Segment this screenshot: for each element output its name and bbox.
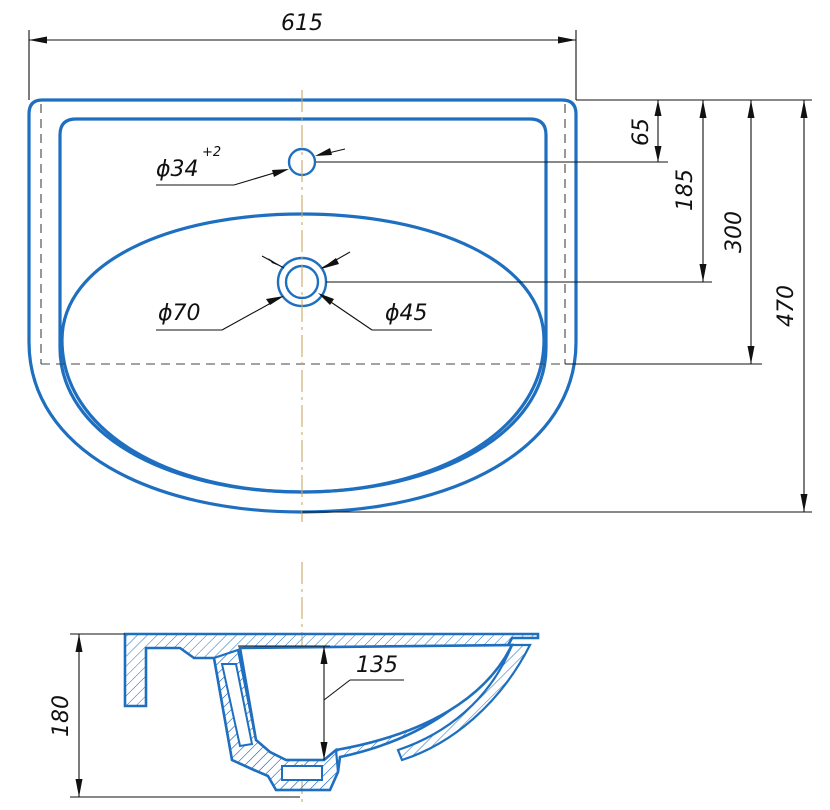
dimension-drain-inner: ϕ45 <box>318 251 432 331</box>
dimension-overall-width: 615 <box>28 11 577 100</box>
dimension-180: 180 <box>49 633 300 798</box>
section-drain-channel <box>212 648 340 792</box>
section-right-wall <box>396 643 532 762</box>
drain-inner-diameter-label: ϕ45 <box>385 301 428 326</box>
depth-65-label: 65 <box>629 118 654 146</box>
section-overflow-pocket <box>220 663 254 748</box>
depth-300-label: 300 <box>722 211 747 253</box>
dimension-185: 185 <box>673 100 707 282</box>
dimension-135: 135 <box>238 645 404 760</box>
tap-hole-diameter-label: ϕ34 <box>156 157 199 182</box>
dimension-drain-outer: ϕ70 <box>156 255 285 331</box>
section-drain-opening <box>281 765 323 781</box>
bowl-depth-135-label: 135 <box>356 653 398 678</box>
dimension-65: 65 <box>629 100 662 162</box>
dimension-300: 300 <box>722 100 755 364</box>
tap-hole-tolerance-label: +2 <box>202 145 221 160</box>
bowl-outline <box>60 212 546 494</box>
dimension-470: 470 <box>774 100 808 512</box>
depth-470-label: 470 <box>774 285 799 327</box>
width-615-label: 615 <box>281 11 323 36</box>
dimension-tap-hole: ϕ34 +2 <box>156 145 346 186</box>
height-180-label: 180 <box>49 695 74 737</box>
side-section-view <box>123 632 540 792</box>
depth-185-label: 185 <box>673 169 698 211</box>
drain-outer-diameter-label: ϕ70 <box>158 301 201 326</box>
